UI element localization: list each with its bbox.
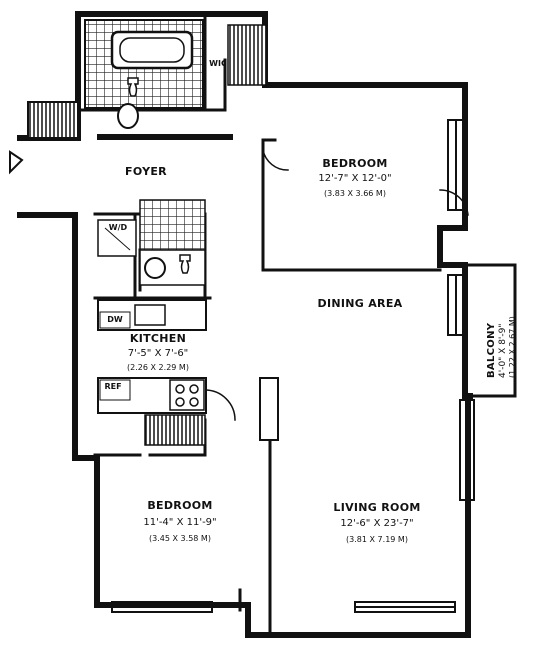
windows <box>111 119 475 613</box>
wic-label: WIC <box>209 59 227 68</box>
kitchen-counters <box>97 299 207 414</box>
living-room-label: LIVING ROOM <box>333 501 421 514</box>
bedroom-upper-metric: (3.83 X 3.66 M) <box>324 189 386 198</box>
bedroom-lower-dims: 11'-4" X 11'-9" <box>143 517 217 528</box>
balcony-dims: 4'-0" X 8'-9" <box>497 323 508 378</box>
balcony-metric: (1.22 X 2.67 M) <box>507 316 517 378</box>
sink-icon <box>144 257 166 279</box>
kitchen-railing <box>144 414 206 446</box>
column <box>259 377 279 441</box>
sink-icon <box>117 103 139 129</box>
foyer-label: FOYER <box>125 165 167 178</box>
toilet-icon <box>127 77 139 97</box>
bathroom-lower <box>97 199 206 286</box>
kitchen-metric: (2.26 X 2.29 M) <box>127 363 189 372</box>
bedroom-lower-metric: (3.45 X 3.58 M) <box>149 534 211 543</box>
living-room-metric: (3.81 X 7.19 M) <box>346 535 408 544</box>
entry-arrow-icon <box>9 150 24 175</box>
balcony-label: BALCONY 4'-0" X 8'-9" (1.22 X 2.67 M) <box>486 316 517 378</box>
kitchen-dims: 7'-5" X 7'-6" <box>127 348 189 359</box>
dishwasher-label: DW <box>107 315 123 324</box>
bedroom-upper-dims: 12'-7" X 12'-0" <box>318 173 392 184</box>
exterior-railing <box>27 101 79 139</box>
dining-area-label: DINING AREA <box>317 297 403 310</box>
refrigerator-label: REF <box>104 382 122 391</box>
closet-railing <box>227 24 267 86</box>
bedroom-upper-label: BEDROOM <box>322 157 388 170</box>
living-room-dims: 12'-6" X 23'-7" <box>340 518 414 529</box>
dishwasher-box <box>99 311 131 329</box>
door-swings <box>204 39 469 421</box>
toilet-icon <box>179 254 191 274</box>
stove-icon <box>169 379 205 411</box>
kitchen-label: KITCHEN <box>129 332 187 345</box>
bathroom-upper <box>84 19 204 129</box>
bedroom-lower-label: BEDROOM <box>147 499 213 512</box>
refrigerator-box <box>99 379 131 401</box>
washer-dryer-label: W/D <box>108 223 128 232</box>
balcony <box>463 263 517 398</box>
balcony-name: BALCONY <box>486 322 497 378</box>
